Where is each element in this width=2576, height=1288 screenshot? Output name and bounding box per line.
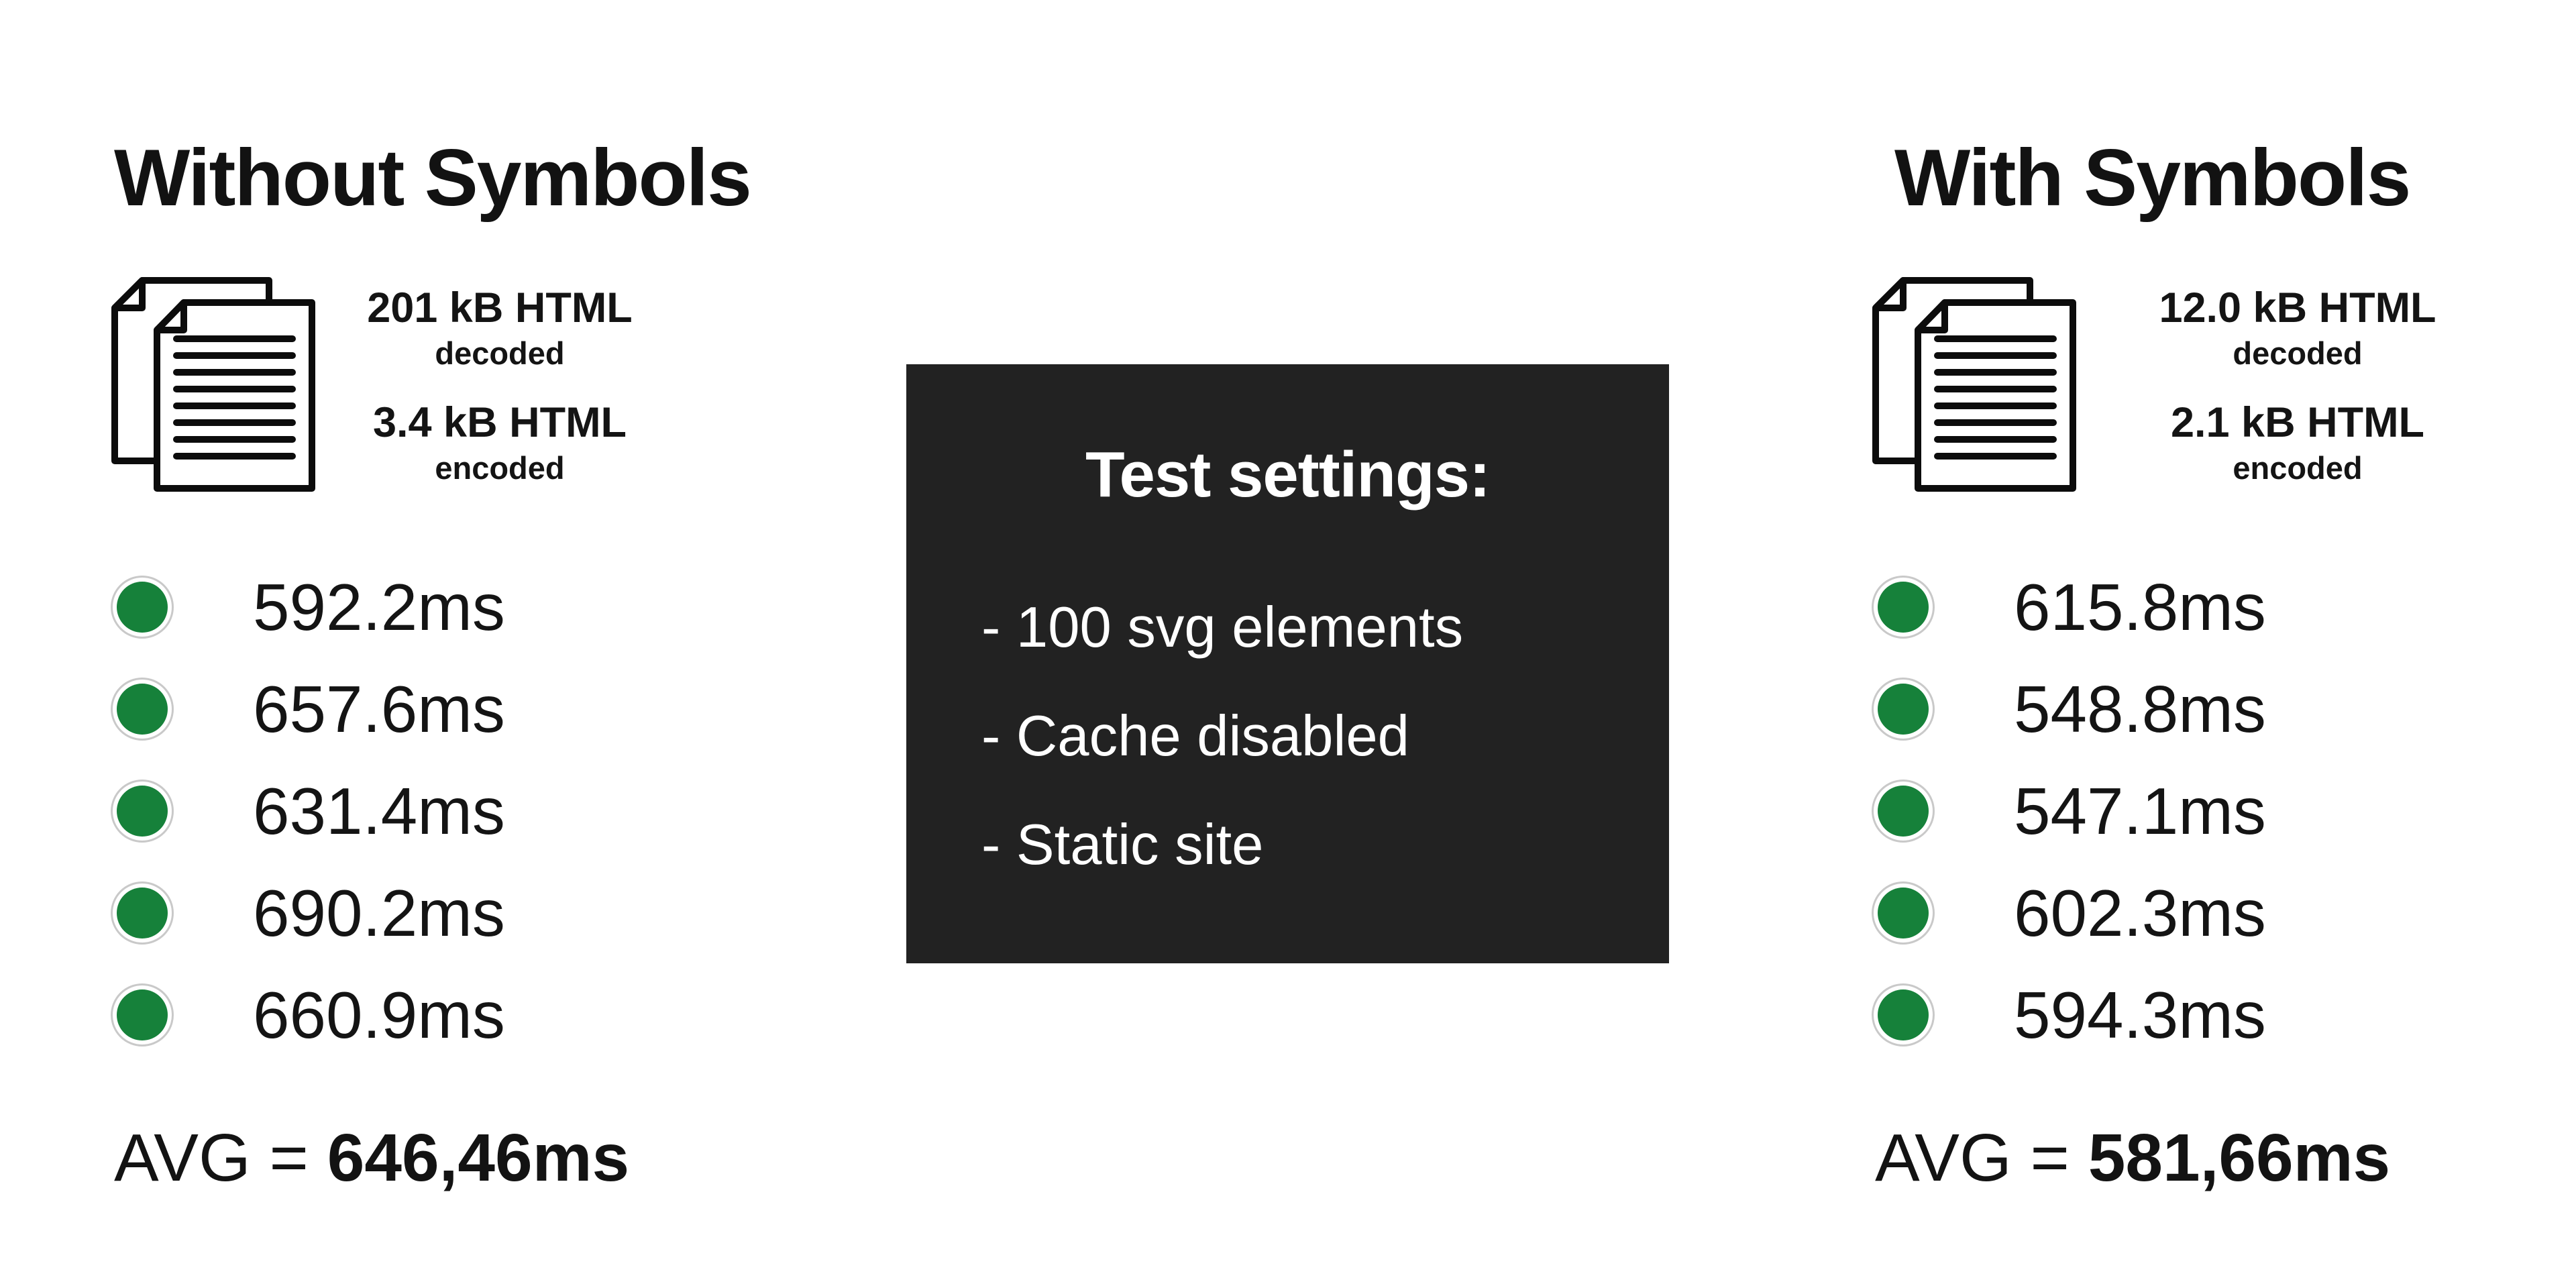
green-status-dot-core <box>117 786 168 837</box>
documents-icon <box>111 277 315 492</box>
timing-value: 548.8ms <box>2014 672 2266 746</box>
with-symbols-title: With Symbols <box>1894 133 2411 223</box>
green-status-dot-core <box>117 582 168 633</box>
green-status-dot-core <box>1878 786 1929 837</box>
timing-row: 602.3ms <box>1872 862 2536 964</box>
timing-value: 594.3ms <box>2014 977 2266 1052</box>
green-status-dot-core <box>1878 989 1929 1040</box>
timing-value: 547.1ms <box>2014 773 2266 848</box>
timing-value: 615.8ms <box>2014 570 2266 644</box>
green-status-dot-core <box>1878 582 1929 633</box>
test-setting-item: - Cache disabled <box>981 704 1409 768</box>
green-status-dot <box>111 881 174 945</box>
timing-row: 547.1ms <box>1872 760 2536 862</box>
decoded-size: 12.0 kB HTML <box>2159 284 2436 331</box>
timing-value: 660.9ms <box>253 977 505 1052</box>
average-line: AVG = 581,66ms <box>1872 1120 2536 1197</box>
file-size-info: 12.0 kB HTML decoded 2.1 kB HTML encoded <box>2130 284 2465 486</box>
file-size-info: 201 kB HTML decoded 3.4 kB HTML encoded <box>342 284 657 486</box>
timing-row: 657.6ms <box>111 658 775 760</box>
without-symbols-panel: Without Symbols 201 kB HTML decod <box>111 131 775 1197</box>
average-prefix: AVG = <box>114 1120 327 1195</box>
green-status-dot-core <box>1878 888 1929 938</box>
encoded-size: 3.4 kB HTML <box>372 399 627 447</box>
decoded-label: decoded <box>2233 335 2363 371</box>
timing-value: 657.6ms <box>253 672 505 746</box>
green-status-dot <box>1872 881 1935 945</box>
decoded-size: 201 kB HTML <box>367 284 633 331</box>
timing-list: 592.2ms 657.6ms 631.4ms 690.2ms 660.9ms <box>111 556 775 1066</box>
average-value: 581,66ms <box>2088 1120 2391 1195</box>
timing-row: 690.2ms <box>111 862 775 964</box>
documents-icon <box>1872 277 2076 492</box>
green-status-dot <box>1872 983 1935 1046</box>
encoded-label: encoded <box>2233 449 2363 486</box>
test-settings-title: Test settings: <box>1085 439 1491 511</box>
timing-value: 690.2ms <box>253 875 505 950</box>
file-size-row: 12.0 kB HTML decoded 2.1 kB HTML encoded <box>1872 276 2536 492</box>
timing-row: 594.3ms <box>1872 964 2536 1066</box>
green-status-dot <box>111 678 174 741</box>
green-status-dot-core <box>117 989 168 1040</box>
average-prefix: AVG = <box>1875 1120 2088 1195</box>
timing-value: 602.3ms <box>2014 875 2266 950</box>
encoded-size: 2.1 kB HTML <box>2170 399 2425 447</box>
green-status-dot <box>1872 780 1935 843</box>
green-status-dot <box>1872 576 1935 639</box>
encoded-label: encoded <box>435 449 565 486</box>
with-symbols-panel: With Symbols 12.0 kB HTML decoded <box>1872 131 2536 1197</box>
timing-value: 631.4ms <box>253 773 505 848</box>
test-settings-list: - 100 svg elements - Cache disabled - St… <box>906 574 1669 900</box>
file-size-row: 201 kB HTML decoded 3.4 kB HTML encoded <box>111 276 775 492</box>
without-symbols-title: Without Symbols <box>114 133 752 223</box>
green-status-dot <box>111 576 174 639</box>
test-setting-item: - 100 svg elements <box>981 596 1464 659</box>
timing-row: 615.8ms <box>1872 556 2536 658</box>
green-status-dot-core <box>117 684 168 735</box>
decoded-label: decoded <box>435 335 565 371</box>
timing-row: 631.4ms <box>111 760 775 862</box>
green-status-dot-core <box>1878 684 1929 735</box>
green-status-dot-core <box>117 888 168 938</box>
test-setting-item: - Static site <box>981 813 1264 877</box>
green-status-dot <box>111 780 174 843</box>
green-status-dot <box>111 983 174 1046</box>
timing-row: 660.9ms <box>111 964 775 1066</box>
green-status-dot <box>1872 678 1935 741</box>
average-value: 646,46ms <box>327 1120 630 1195</box>
average-line: AVG = 646,46ms <box>111 1120 775 1197</box>
test-settings-box: Test settings: - 100 svg elements - Cach… <box>906 364 1669 963</box>
timing-value: 592.2ms <box>253 570 505 644</box>
timing-row: 592.2ms <box>111 556 775 658</box>
timing-row: 548.8ms <box>1872 658 2536 760</box>
timing-list: 615.8ms 548.8ms 547.1ms 602.3ms 594.3ms <box>1872 556 2536 1066</box>
